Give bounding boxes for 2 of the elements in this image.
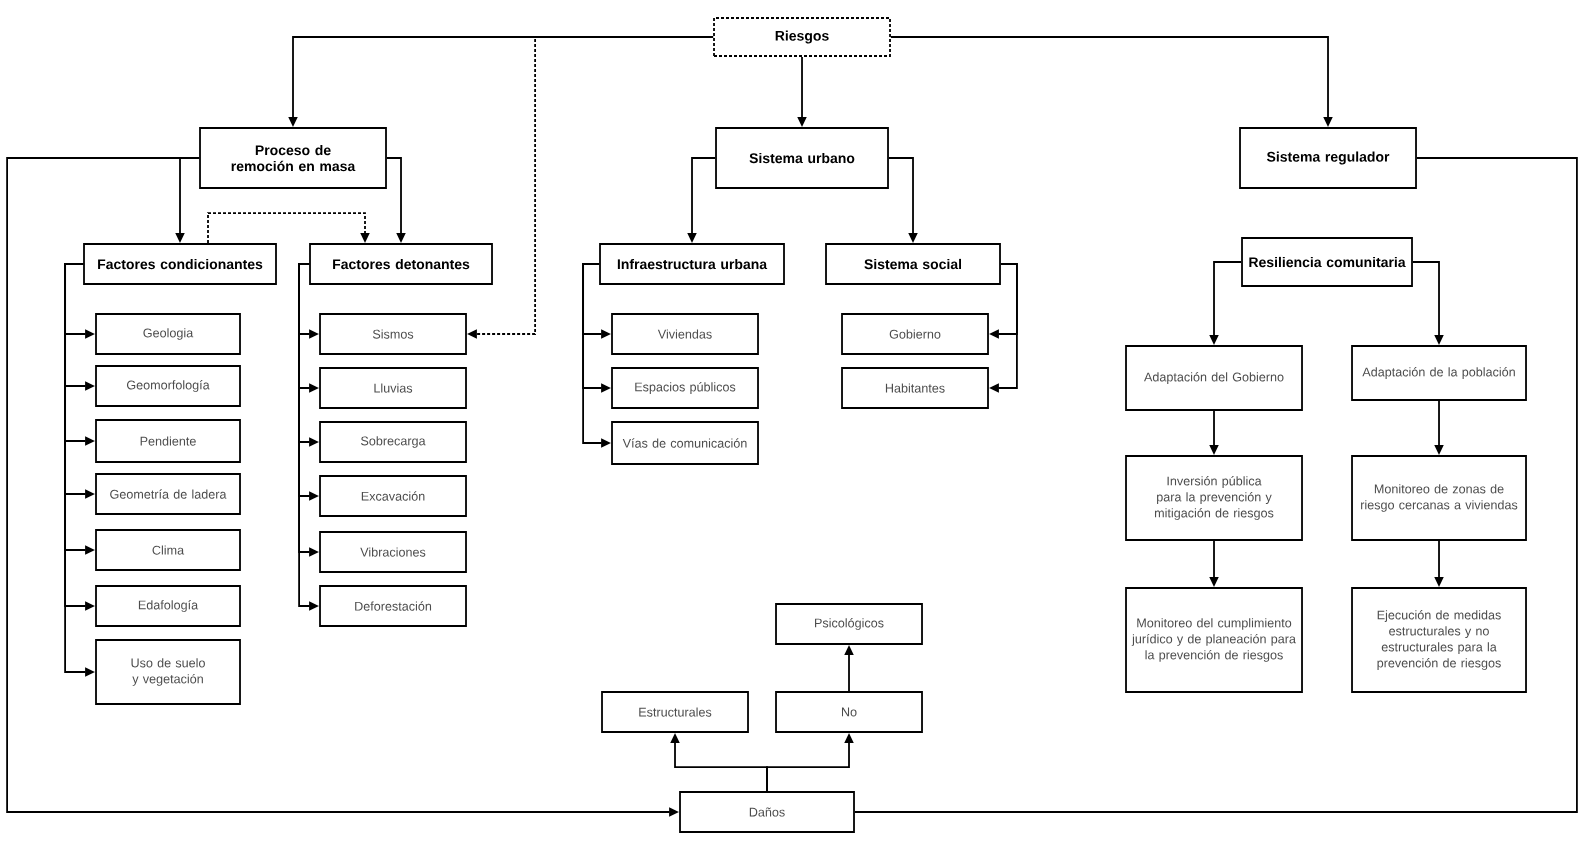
arrow [207, 212, 370, 244]
connector-line [854, 157, 1578, 813]
